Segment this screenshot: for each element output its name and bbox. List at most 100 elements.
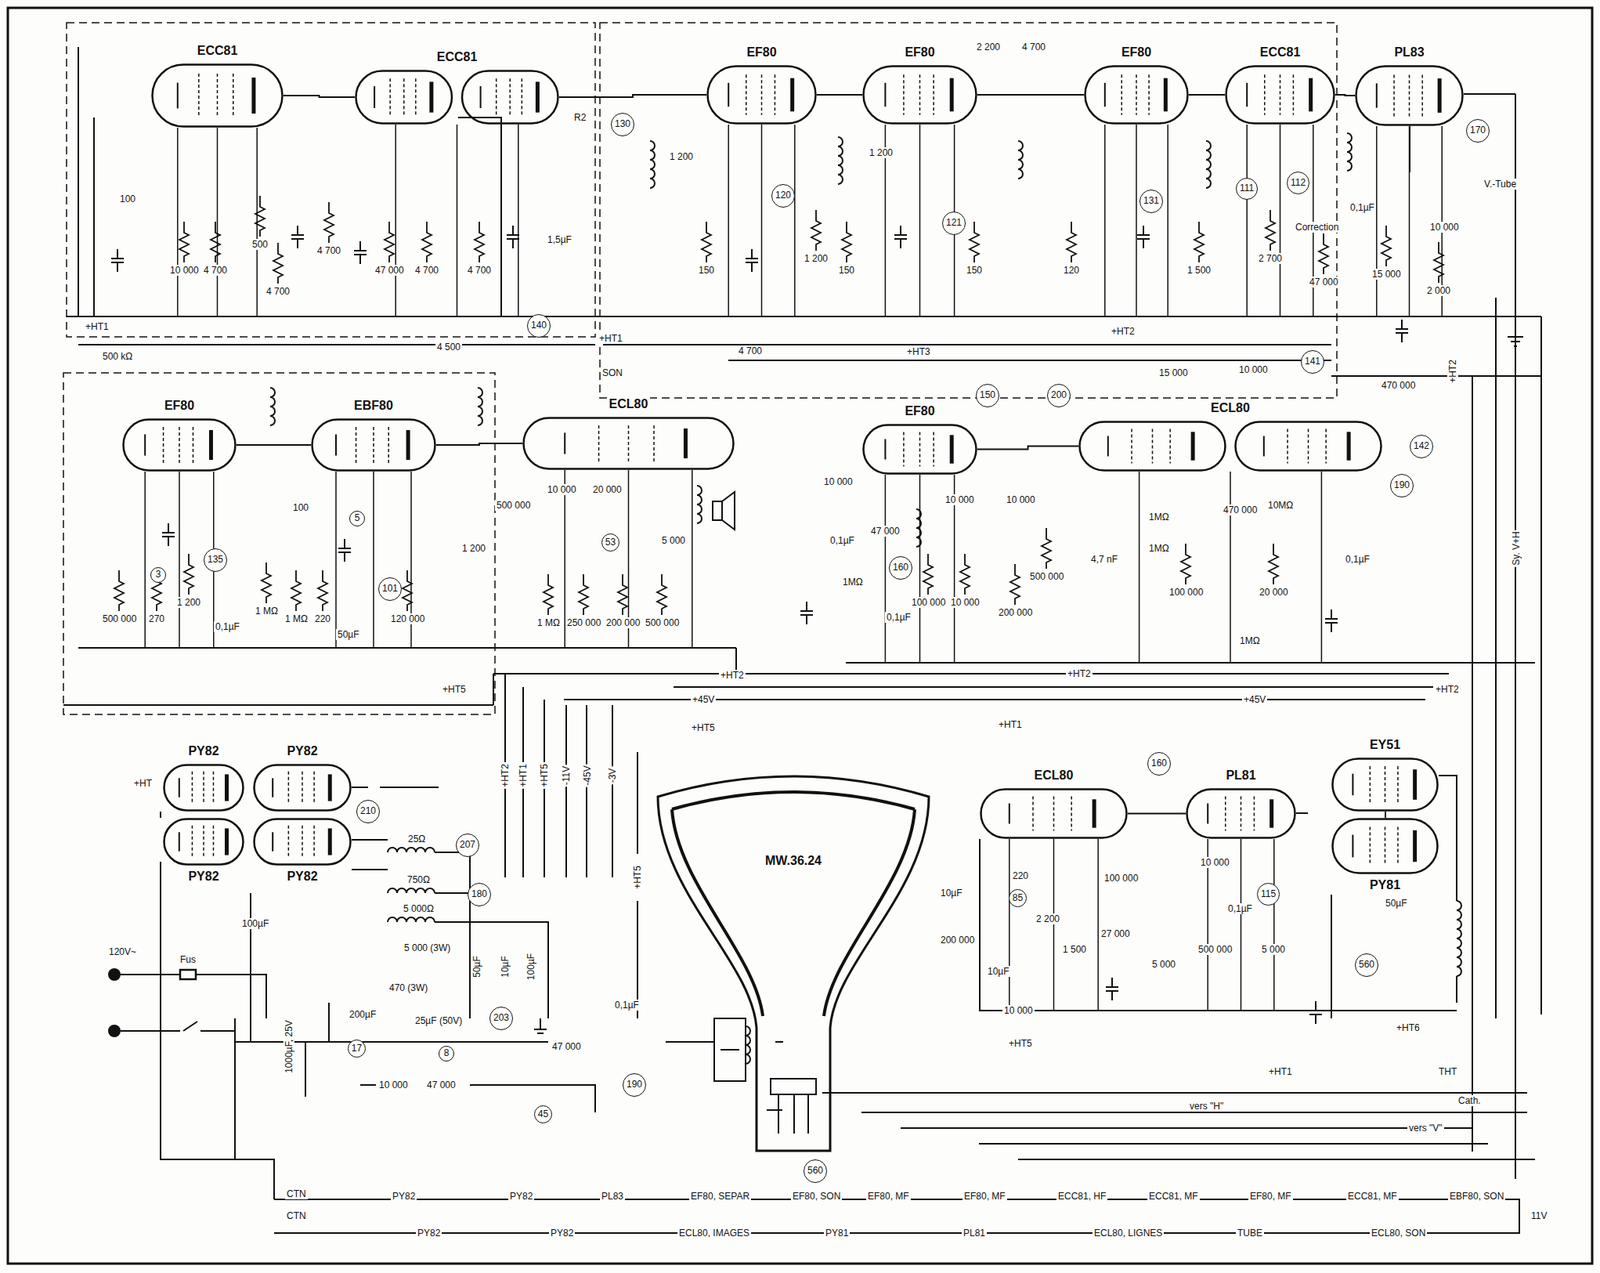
electrode-lead — [919, 474, 921, 663]
coil-symbol — [916, 509, 921, 547]
schematic-label: 10 000 — [1002, 1004, 1035, 1016]
resistor-symbol — [657, 574, 667, 615]
tube-type: PY82 — [185, 868, 221, 885]
cathode — [884, 439, 886, 460]
resistor-symbol — [543, 574, 553, 615]
schematic-label: 5 000Ω — [401, 902, 436, 914]
grid — [178, 426, 181, 463]
capacitor-symbol — [894, 225, 907, 249]
cathode — [1263, 436, 1265, 457]
anode — [535, 81, 540, 112]
anode — [1308, 78, 1313, 112]
grid — [387, 426, 390, 463]
schematic-label: 27 000 — [1099, 928, 1132, 940]
label-row: ECL80 — [979, 767, 1128, 784]
resistor-value: 47 000 — [373, 264, 406, 276]
label-row: ECL80 — [1078, 400, 1383, 416]
glass-envelope — [863, 66, 977, 124]
callout-number: 8 — [438, 1045, 455, 1062]
label-row: PY82 — [252, 868, 352, 885]
schematic-label: +45V — [690, 693, 716, 705]
vacuum-tube: EF80 — [862, 403, 978, 475]
tube-envelope — [252, 763, 352, 812]
signal-wire — [1127, 812, 1186, 815]
grid — [1135, 74, 1138, 116]
tube-envelope — [122, 418, 237, 472]
vacuum-tube: EBF80 — [310, 397, 437, 472]
grid — [288, 771, 290, 804]
schematic-label: 10 000 — [545, 483, 578, 495]
capacitor-symbol — [338, 538, 351, 562]
glass-envelope — [254, 765, 351, 811]
schematic-label: PY82 — [508, 1190, 535, 1202]
coil-symbol — [270, 387, 275, 426]
schematic-label: Fus — [178, 953, 198, 965]
grid — [598, 425, 600, 462]
schematic-label: -3V — [606, 766, 618, 785]
anode — [209, 429, 214, 460]
cathode — [884, 83, 886, 107]
grid — [1264, 74, 1266, 116]
resistor-symbol — [1010, 563, 1020, 605]
schematic-label: 100 — [291, 502, 311, 513]
anode — [1191, 431, 1196, 460]
schematic-label: +HT5 — [440, 683, 468, 695]
schematic-label: 500 000 — [494, 499, 532, 511]
schematic-label: Correction — [1293, 221, 1340, 233]
schematic-label: CTN — [285, 1188, 308, 1200]
cathode — [271, 777, 274, 797]
tube-envelope — [979, 787, 1128, 839]
schematic-label: 1000µF, 25V — [283, 1018, 295, 1075]
schematic-label: EF80, MF — [962, 1190, 1008, 1202]
label-row: EY51 — [1331, 736, 1439, 753]
cathode — [1008, 803, 1011, 824]
electrode-lead — [176, 127, 179, 317]
schematic-label: 50µF — [1383, 897, 1409, 909]
electrode-lead — [1312, 124, 1315, 317]
tube-envelope — [354, 69, 560, 125]
glass-envelope — [707, 66, 817, 124]
grid — [213, 771, 215, 804]
schematic-label: vers "V" — [1407, 1122, 1445, 1134]
schematic-label: ECL80, SON — [1369, 1227, 1427, 1239]
electrode-lead — [919, 124, 921, 317]
tube-type: EF80 — [902, 403, 937, 419]
schematic-label: 220 — [1011, 870, 1030, 882]
callout-number: 135 — [203, 548, 228, 572]
resistor-value: 500 000 — [101, 613, 138, 625]
resistor-symbol — [1194, 221, 1204, 263]
schematic-label: 5 000 — [1150, 958, 1178, 970]
grid — [919, 431, 921, 466]
grid — [902, 431, 905, 466]
tube-envelope — [1078, 420, 1383, 472]
choke-symbol — [387, 847, 435, 853]
schematic-label: +HT2 — [1447, 357, 1459, 385]
grid — [415, 78, 417, 116]
electrode-lead — [1097, 838, 1099, 1011]
cathode — [271, 831, 274, 851]
glass-envelope — [523, 418, 734, 470]
grid — [198, 73, 200, 118]
schematic-label: 10µF — [939, 887, 965, 899]
resistor-value: 250 000 — [565, 617, 603, 629]
grid — [1253, 795, 1256, 831]
electrode-lead — [1279, 124, 1282, 317]
resistor-value: 150 — [837, 264, 856, 276]
callout-number: 200 — [1047, 383, 1071, 408]
choke-symbol — [387, 917, 435, 922]
electrode-lead — [794, 124, 796, 317]
schematic-label: 15 000 — [1157, 367, 1190, 379]
schematic-label: 100µF — [240, 917, 271, 929]
tube-type: ECL80 — [606, 396, 651, 412]
tuner-shield — [66, 22, 596, 337]
schematic-label: +HT — [132, 777, 154, 789]
schematic-label: ECC81, MF — [1147, 1190, 1200, 1202]
schematic-label: +45V — [1242, 693, 1268, 705]
callout-number: 140 — [527, 314, 551, 338]
anode — [224, 773, 229, 801]
schematic-label: 11V — [1529, 1209, 1549, 1221]
cathode — [1104, 83, 1106, 107]
tube-envelope — [1354, 65, 1464, 127]
